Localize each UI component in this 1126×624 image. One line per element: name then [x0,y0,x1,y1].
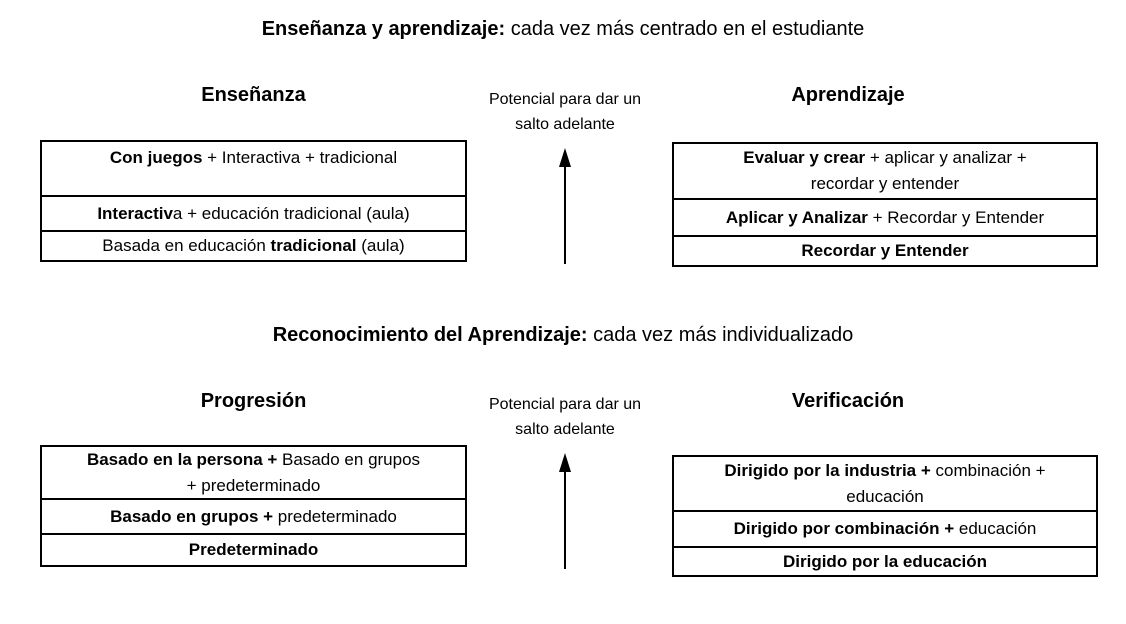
section1-title: Enseñanza y aprendizaje: cada vez más ce… [0,16,1126,42]
bold-text-segment: Basado en la persona + [86,449,278,469]
text-segment: + Interactiva + tradicional [202,148,398,167]
aprendizaje-row-top: Evaluar y crear + aplicar y analizar + r… [672,142,1098,200]
progresion-row-top: Basado en la persona + Basado en grupos … [40,445,467,500]
ensenanza-header: Enseñanza [201,84,306,106]
aprendizaje-row-middle: Aplicar y Analizar + Recordar y Entender [672,198,1098,237]
section2-potential-label: Potencial para dar un salto adelante [440,392,690,442]
up-arrow-icon [557,148,573,264]
text-segments: Dirigido por la industria + combinación … [724,458,1045,510]
bold-text-segment: Dirigido por la industria + [724,460,931,480]
aprendizaje-row-bottom: Recordar y Entender [672,235,1098,267]
bold-text-segment: Interactiv [97,203,173,223]
progresion-row-middle: Basado en grupos + predeterminado [40,498,467,535]
text-segments: Enseñanza y aprendizaje: cada vez más ce… [262,18,865,40]
progresion-header: Progresión [200,390,307,412]
ensenanza-column: Con juegos + Interactiva + tradicional I… [40,140,467,262]
progresion-row-bottom: Predeterminado [40,533,467,567]
text-segment: educación [954,519,1037,538]
bold-text-segment: Predeterminado [188,540,319,559]
text-segments: Aplicar y Analizar + Recordar y Entender [726,205,1044,231]
aprendizaje-header: Aprendizaje [791,84,905,106]
section1-potential-label: Potencial para dar un salto adelante [440,87,690,137]
ensenanza-row-bottom: Basada en educación tradicional (aula) [40,230,467,262]
ensenanza-row-top: Con juegos + Interactiva + tradicional [40,140,467,197]
text-segments: Dirigido por combinación + educación [734,516,1037,542]
up-arrow-icon [557,453,573,569]
verificacion-column: Dirigido por la industria + combinación … [672,455,1098,577]
text-segment: combinación + educación [846,460,1046,506]
text-segment: a + educación tradicional (aula) [172,203,410,223]
potential-label-line2: salto adelante [515,116,615,133]
text-segments: Basado en la persona + Basado en grupos … [87,447,420,499]
text-segment: Basado en grupos + predeterminado [186,449,421,495]
text-segment: predeterminado [273,506,397,526]
bold-text-segment: Reconocimiento del Aprendizaje: [272,324,588,346]
potential-label-line2: salto adelante [515,421,615,438]
verificacion-row-top: Dirigido por la industria + combinación … [672,455,1098,512]
ensenanza-row-middle: Interactiva + educación tradicional (aul… [40,195,467,232]
text-segment: + aplicar y analizar + recordar y entend… [810,148,1027,193]
text-segments: Dirigido por la educación [783,549,987,575]
text-segments: Predeterminado [189,537,318,563]
text-segment: + Recordar y Entender [867,207,1045,227]
bold-text-segment: Evaluar y crear [743,148,866,167]
text-segments: Basada en educación tradicional (aula) [102,233,404,259]
bold-text-segment: Dirigido por combinación + [733,519,955,538]
bold-text-segment: Enseñanza y aprendizaje: [261,18,506,40]
aprendizaje-column: Evaluar y crear + aplicar y analizar + r… [672,142,1098,267]
text-segments: Evaluar y crear + aplicar y analizar + r… [743,145,1027,197]
text-segment: (aula) [356,236,405,255]
text-segments: Basado en grupos + predeterminado [110,504,397,530]
potential-label-line1: Potencial para dar un [488,91,642,108]
bold-text-segment: Recordar y Entender [801,241,969,260]
progresion-column: Basado en la persona + Basado en grupos … [40,445,467,567]
text-segments: Reconocimiento del Aprendizaje: cada vez… [273,324,854,346]
text-segment: Basada en educación [102,236,271,255]
bold-text-segment: Basado en grupos + [110,506,274,526]
text-segments: Con juegos + Interactiva + tradicional [110,145,397,171]
text-segments: Recordar y Entender [801,238,968,264]
text-segment: cada vez más individualizado [587,324,854,346]
verificacion-header: Verificación [791,390,905,412]
section2-title: Reconocimiento del Aprendizaje: cada vez… [0,322,1126,348]
bold-text-segment: Aplicar y Analizar [725,207,868,227]
text-segment: cada vez más centrado en el estudiante [505,18,865,40]
bold-text-segment: tradicional [270,236,357,255]
potential-label-line1: Potencial para dar un [488,396,642,413]
verificacion-row-bottom: Dirigido por la educación [672,546,1098,577]
text-segments: Interactiva + educación tradicional (aul… [97,201,409,227]
bold-text-segment: Con juegos [109,148,203,167]
verificacion-row-middle: Dirigido por combinación + educación [672,510,1098,548]
bold-text-segment: Dirigido por la educación [782,551,988,571]
